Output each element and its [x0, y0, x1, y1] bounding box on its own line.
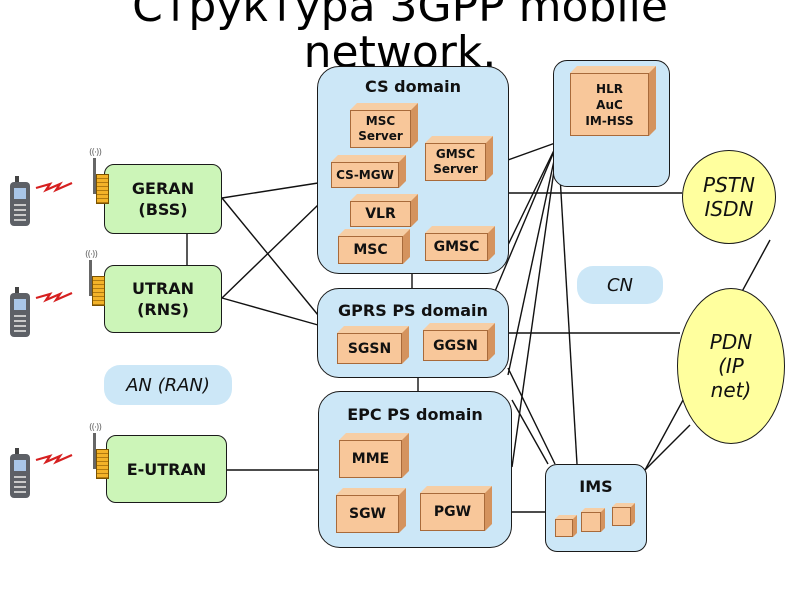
sgw-node: SGW: [336, 488, 406, 533]
sgsn-node: SGSN: [337, 326, 409, 364]
mme-node: MME: [339, 433, 409, 478]
pstn-isdn-network: PSTN ISDN: [682, 150, 776, 244]
link-ims-pdn: [644, 424, 691, 471]
link-utran-cs: [221, 204, 319, 299]
base-station-icon: ((·)): [80, 148, 110, 208]
link-gprs-ims: [507, 367, 556, 465]
base-station-icon: ((·)): [76, 250, 106, 310]
mobile-phone-icon: [10, 448, 30, 498]
link-hlr-epc: [507, 141, 559, 376]
hlr-auc-ims-hss-node: HLR AuC IM-HSS: [570, 66, 656, 136]
gprs-domain-title: GPRS PS domain: [338, 301, 488, 320]
utran-rns-box: UTRAN (RNS): [104, 265, 222, 333]
link-hlr-cs-2: [507, 141, 559, 246]
ims-domain-title: IMS: [579, 477, 613, 496]
link-geran-cs: [221, 182, 319, 199]
radio-link-icon: [35, 453, 73, 465]
ims-node-icon: [612, 503, 635, 526]
link-hlr-cs-1: [507, 141, 559, 161]
gmsc-node: GMSC: [425, 226, 495, 261]
ggsn-node: GGSN: [423, 323, 495, 361]
msc-server-node: MSC Server: [350, 103, 418, 148]
cs-domain-title: CS domain: [365, 77, 461, 96]
gmsc-server-node: GMSC Server: [425, 136, 493, 181]
geran-bss-box: GERAN (BSS): [104, 164, 222, 234]
link-hlr-gprs: [484, 141, 559, 316]
ims-node-icon: [555, 515, 577, 537]
radio-link-icon: [35, 181, 73, 193]
radio-link-icon: [35, 291, 73, 303]
link-epc-ims: [511, 399, 549, 465]
mobile-phone-icon: [10, 176, 30, 226]
vlr-node: VLR: [350, 194, 418, 227]
page-title-line1: Структура 3GPP mobile: [132, 0, 668, 32]
cs-mgw-node: CS-MGW: [331, 155, 406, 188]
mobile-phone-icon: [10, 287, 30, 337]
epc-domain-title: EPC PS domain: [347, 405, 483, 424]
link-utran-gprs: [221, 297, 319, 326]
an-ran-label: AN (RAN): [104, 365, 232, 405]
pdn-ip-network: PDN (IP net): [677, 288, 785, 444]
pgw-node: PGW: [420, 486, 492, 531]
msc-node: MSC: [338, 229, 410, 264]
link-hlr-ims: [557, 141, 578, 465]
e-utran-box: E-UTRAN: [106, 435, 227, 503]
link-geran-gprs: [221, 197, 319, 316]
base-station-icon: ((·)): [80, 423, 110, 483]
ims-node-icon: [581, 508, 605, 532]
cn-label: CN: [577, 266, 663, 304]
